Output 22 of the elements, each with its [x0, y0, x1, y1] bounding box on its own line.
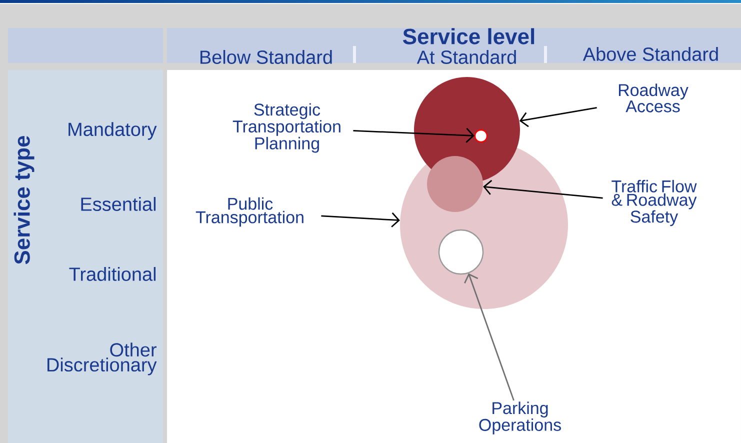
axis-title: Service type: [14, 136, 34, 264]
bubble: [427, 156, 483, 212]
row-label: Traditional: [69, 267, 156, 281]
callout-text: Public Transportation: [196, 197, 304, 227]
arrow: [483, 180, 603, 199]
row-label: Other Discretionary: [48, 342, 157, 376]
column-label: Below Standard: [200, 50, 332, 64]
callout-text: Parking Operations: [479, 402, 561, 434]
arrow: [321, 212, 400, 228]
row-label: Essential: [81, 197, 156, 211]
bubble: [474, 129, 488, 143]
callout-text: Strategic Transportation Planning: [232, 103, 340, 153]
row-label: Mandatory: [68, 122, 157, 140]
arrow: [519, 106, 597, 128]
axis-title: Service level: [402, 28, 534, 44]
callout-text: Traffic Flow & Roadway Safety: [612, 180, 697, 226]
column-label: At Standard: [416, 50, 516, 64]
column-label: Above Standard: [582, 47, 718, 61]
callout-text: Roadway Access: [618, 84, 688, 112]
arrow: [464, 273, 514, 401]
bubble: [438, 229, 484, 275]
arrow: [353, 128, 474, 143]
